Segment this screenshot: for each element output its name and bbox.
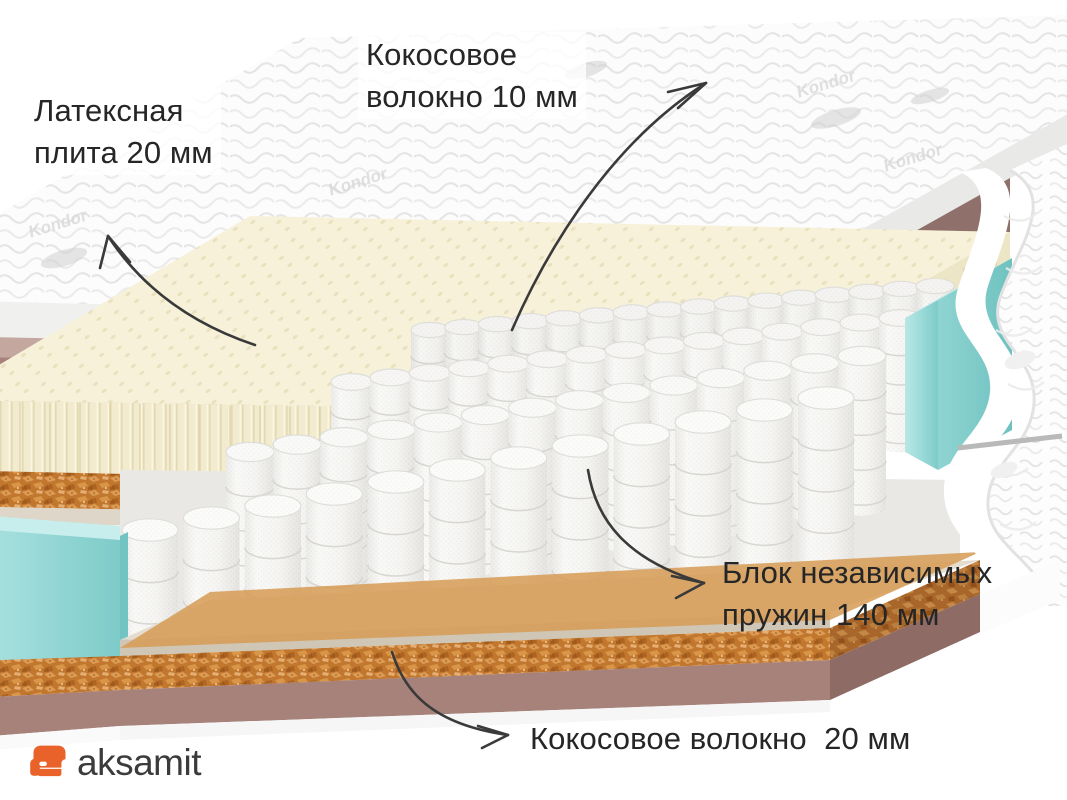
arrow-springs xyxy=(586,468,706,600)
label-spring-block: Блок независимых пружин 140 мм xyxy=(722,555,993,632)
brand-name: aksamit xyxy=(77,741,201,783)
brand-logo[interactable]: aksamit xyxy=(28,742,201,782)
armchair-icon xyxy=(30,745,66,777)
label-latex-slab: Латексная плита 20 мм xyxy=(26,88,221,176)
coir-bottom-layer xyxy=(0,552,980,697)
side-cover-panel xyxy=(943,144,1067,607)
base-layer xyxy=(0,594,980,750)
label-coir-bottom: Кокосовое волокно 20 мм xyxy=(530,721,911,756)
arrow-coir-bottom xyxy=(390,650,510,750)
foam-border-left xyxy=(0,516,128,676)
spring-row-near xyxy=(121,386,855,700)
arrow-coir-top xyxy=(510,81,708,332)
label-coir-top: Кокосовое волокно 10 мм xyxy=(358,32,586,120)
arrow-latex xyxy=(98,234,257,347)
